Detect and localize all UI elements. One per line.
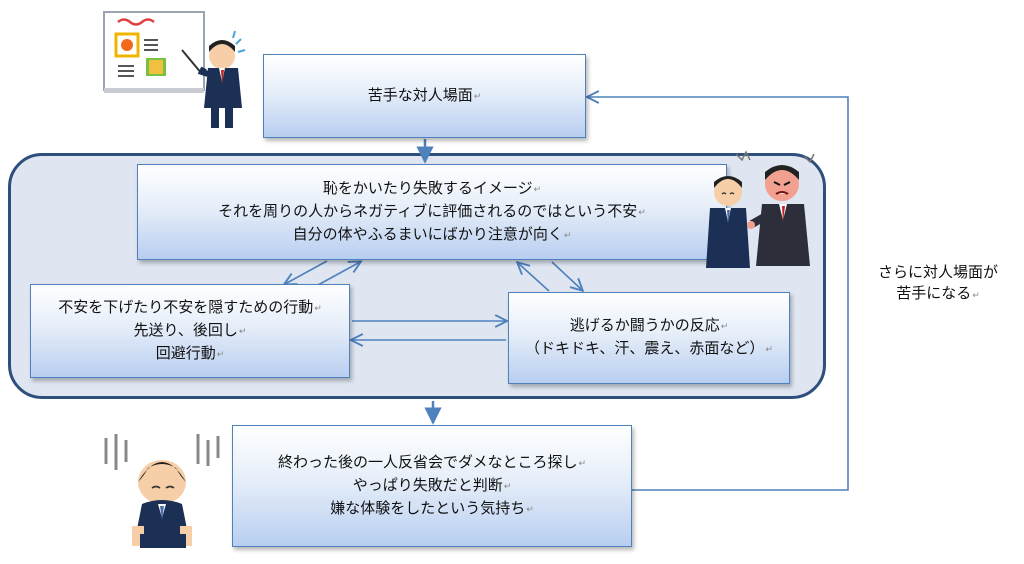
thoughts-line-3: 自分の体やふるまいにばかり注意が向く: [293, 224, 572, 247]
thoughts-line-1: 恥をかいたり失敗するイメージ: [323, 178, 541, 201]
feedback-line-2: 苦手になる: [858, 283, 1018, 307]
response-line-2: （ドキドキ、汗、震え、赤面など）: [525, 338, 773, 361]
trigger-box: 苦手な対人場面: [263, 54, 586, 138]
safety-line-1: 不安を下げたり不安を隠すための行動: [58, 297, 322, 320]
aftermath-line-2: やっぱり失敗だと判断: [353, 475, 512, 498]
aftermath-line-1: 終わった後の一人反省会でダメなところ探し: [278, 452, 586, 475]
arrow-safety-to-thoughts: [317, 262, 360, 286]
response-line-1: 逃げるか闘うかの反応: [570, 315, 729, 338]
trigger-text: 苦手な対人場面: [368, 85, 482, 108]
safety-line-3: 回避行動: [156, 343, 225, 366]
thoughts-box: 恥をかいたり失敗するイメージ それを周りの人からネガティブに評価されるのではとい…: [137, 164, 727, 260]
arrow-thoughts-to-response: [551, 261, 582, 290]
scolding-illustration: [706, 150, 815, 268]
thoughts-line-2: それを周りの人からネガティブに評価されるのではという不安: [218, 201, 646, 224]
arrow-thoughts-to-safety: [285, 260, 328, 284]
presenter-illustration: [103, 11, 246, 128]
fight-flight-box: 逃げるか闘うかの反応 （ドキドキ、汗、震え、赤面など）: [508, 292, 790, 384]
arrow-feedback-loop: [588, 97, 849, 491]
safety-line-2: 先送り、後回し: [134, 320, 247, 343]
feedback-label: さらに対人場面が 苦手になる: [858, 262, 1018, 307]
discouraged-illustration: [104, 434, 220, 548]
feedback-line-1: さらに対人場面が: [877, 263, 998, 281]
arrow-response-to-thoughts: [518, 263, 550, 292]
aftermath-line-3: 嫌な体験をしたという気持ち: [330, 498, 534, 521]
aftermath-box: 終わった後の一人反省会でダメなところ探し やっぱり失敗だと判断 嫌な体験をしたと…: [232, 425, 632, 547]
safety-behavior-box: 不安を下げたり不安を隠すための行動 先送り、後回し 回避行動: [30, 284, 350, 378]
